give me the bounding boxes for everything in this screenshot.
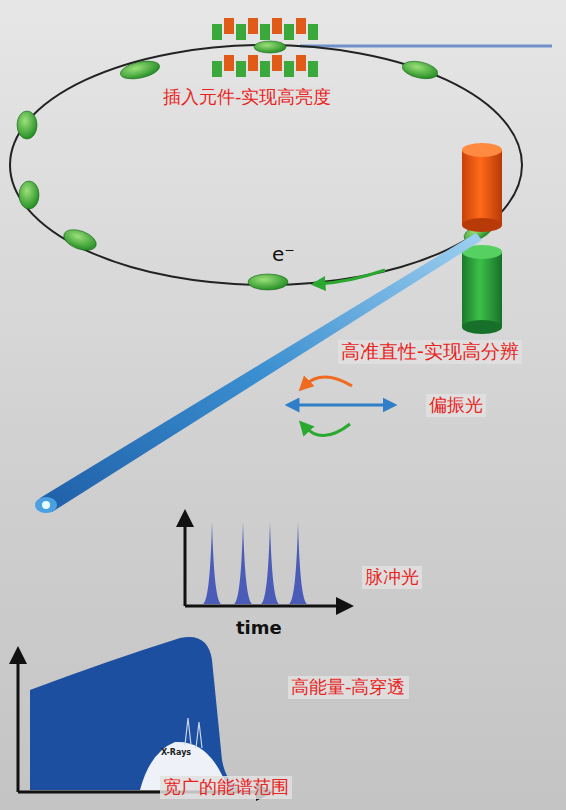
magnet-block <box>260 61 270 77</box>
pulse-peak <box>234 522 252 604</box>
magnet-block <box>284 61 294 77</box>
magnet-block <box>248 18 258 34</box>
magnet-block <box>272 55 282 71</box>
magnet-block <box>308 61 318 77</box>
feature-label: 偏振光 <box>426 394 486 417</box>
magnet-block <box>236 61 246 77</box>
magnet-block <box>308 24 318 40</box>
feature-label: 脉冲光 <box>362 566 422 589</box>
magnet-block <box>296 18 306 34</box>
magnet-block <box>260 24 270 40</box>
feature-label: 宽广的能谱范围 <box>160 776 292 799</box>
magnet-block <box>272 18 282 34</box>
pulse-peak <box>289 522 307 604</box>
magnet-block <box>248 55 258 71</box>
magnet-block <box>224 18 234 34</box>
pulse-peak <box>203 522 221 604</box>
feature-label: 高能量-高穿透 <box>288 676 409 699</box>
spectrum-label: X-Rays <box>161 748 191 757</box>
feature-label: 插入元件-实现高亮度 <box>160 86 335 109</box>
pulse-peak <box>261 522 279 604</box>
feature-label: 高准直性-实现高分辨 <box>338 340 522 364</box>
magnet-block <box>224 55 234 71</box>
particle-label: e⁻ <box>272 243 295 266</box>
axis-label: time <box>236 618 282 639</box>
magnet-block <box>212 61 222 77</box>
magnet-block <box>236 24 246 40</box>
magnet-block <box>212 24 222 40</box>
magnet-block <box>296 55 306 71</box>
magnet-block <box>284 24 294 40</box>
